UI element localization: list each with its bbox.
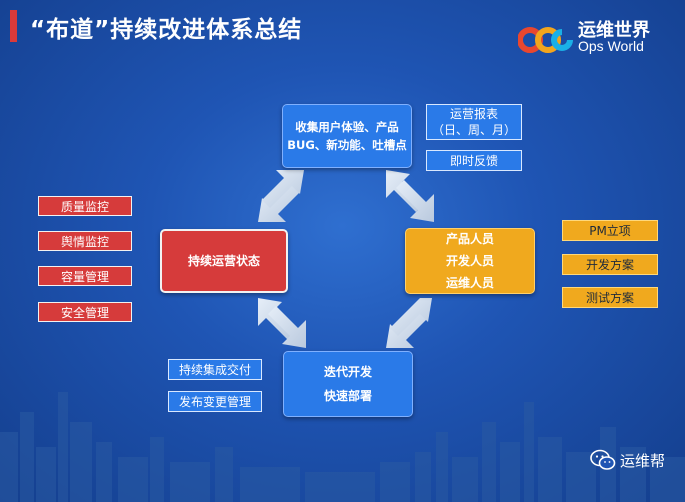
- arrow-bottom-left: [258, 298, 306, 348]
- tag-instant-feedback: 即时反馈: [426, 150, 522, 171]
- report-line1: 运营报表: [449, 107, 498, 121]
- wechat-account-name: 运维帮: [620, 452, 666, 470]
- collect-feedback-line1: 收集用户体验、产品: [295, 120, 399, 134]
- arrow-bottom-right: [386, 298, 432, 348]
- arrow-top-left: [258, 170, 304, 222]
- wechat-account: 运维帮: [590, 448, 680, 472]
- iteration-line: 迭代开发: [323, 365, 372, 379]
- tag-quality-monitoring: 质量监控: [38, 196, 132, 216]
- tag-dev-plan: 开发方案: [562, 254, 658, 275]
- tag-test-plan: 测试方案: [562, 287, 658, 308]
- tag-continuous-integration: 持续集成交付: [168, 359, 262, 380]
- team-roles-box: 产品人员 开发人员 运维人员: [405, 228, 535, 294]
- logo-english-name: Ops World: [578, 38, 644, 54]
- title-accent-bar: [10, 10, 17, 42]
- collect-feedback-line2: BUG、新功能、吐槽点: [287, 138, 407, 152]
- role-product: 产品人员: [445, 232, 494, 246]
- ops-world-logo: 运维世界 Ops World: [518, 16, 678, 62]
- ops-world-logo-mark: [518, 27, 573, 53]
- arrow-top-right: [386, 170, 434, 222]
- continuous-operation-label: 持续运营状态: [187, 254, 260, 268]
- tag-security-management: 安全管理: [38, 302, 132, 322]
- tag-operation-report: 运营报表 （日、周、月）: [426, 104, 522, 140]
- iteration-deploy-box: 迭代开发 快速部署: [283, 351, 413, 417]
- tag-pm-project: PM立项: [562, 220, 658, 241]
- role-dev: 开发人员: [445, 254, 494, 268]
- tag-release-change-management: 发布变更管理: [168, 391, 262, 412]
- continuous-operation-box: 持续运营状态: [160, 229, 288, 293]
- role-ops: 运维人员: [445, 276, 494, 290]
- city-skyline-background: [0, 392, 685, 502]
- logo-chinese-name: 运维世界: [578, 20, 650, 41]
- page-title: “布道”持续改进体系总结: [30, 17, 303, 43]
- tag-sentiment-monitoring: 舆情监控: [38, 231, 132, 251]
- deploy-line: 快速部署: [323, 389, 372, 403]
- wechat-icon: [590, 449, 616, 470]
- collect-feedback-box: 收集用户体验、产品 BUG、新功能、吐槽点: [282, 104, 412, 168]
- report-line2: （日、周、月）: [431, 123, 516, 137]
- tag-capacity-management: 容量管理: [38, 266, 132, 286]
